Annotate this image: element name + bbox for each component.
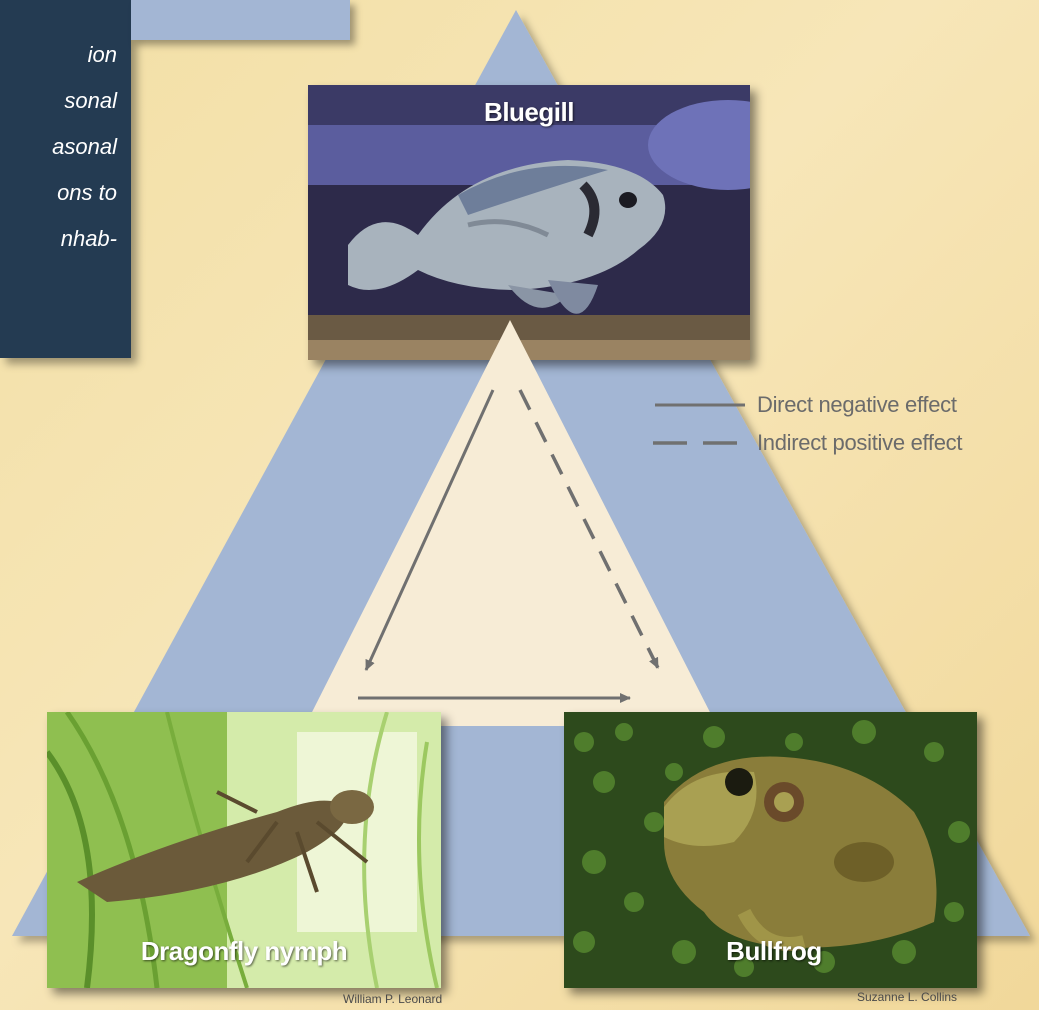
credit-right: Suzanne L. Collins <box>857 990 957 1004</box>
legend-dashed-label: Indirect positive effect <box>757 430 962 456</box>
bullfrog-photo: Bullfrog <box>564 712 977 988</box>
legend-solid-label: Direct negative effect <box>757 392 957 418</box>
dragonfly-label: Dragonfly nymph <box>47 936 441 967</box>
bullfrog-label: Bullfrog <box>714 936 834 967</box>
credit-left: William P. Leonard <box>343 992 442 1006</box>
dragonfly-photo: Dragonfly nymph <box>47 712 441 988</box>
